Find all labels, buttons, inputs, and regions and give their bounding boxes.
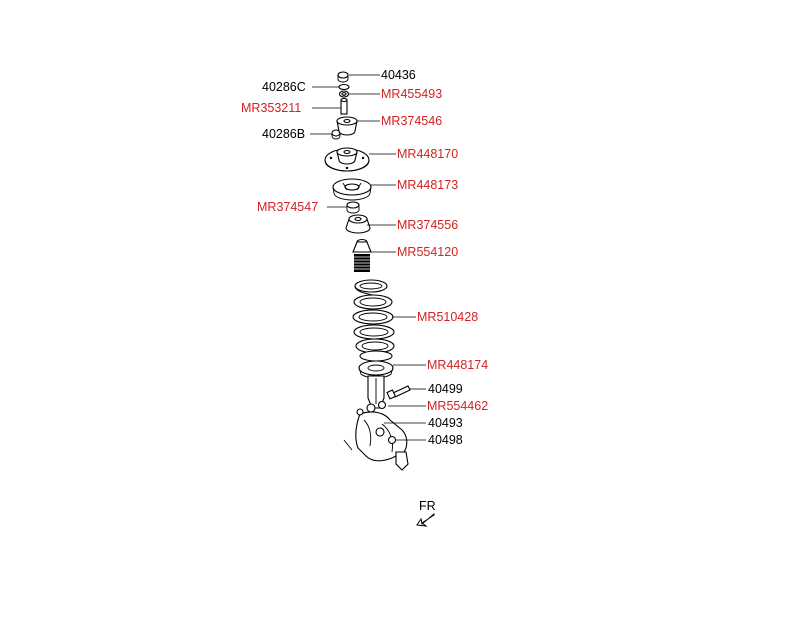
leader-lines [310,74,426,441]
part-number-labels: 40436 40286C MR455493 MR353211 MR374546 … [241,68,488,447]
mount-mr448173-shape [332,178,372,201]
nut-40436-shape [337,71,349,83]
part-link-mr374556[interactable]: MR374556 [397,218,458,232]
part-link-mr510428[interactable]: MR510428 [417,310,478,324]
part-link-mr374547[interactable]: MR374547 [257,200,318,214]
knuckle-assembly-shape [343,400,409,471]
front-arrow-icon [416,512,435,527]
strut-assembly-drawing: FR [324,71,436,527]
bump-stop-mr554120-shape [352,238,372,272]
bushing-mr374556-shape [345,214,371,234]
collar-mr353211-shape [340,97,348,115]
spacer-mr374547-shape [346,201,360,214]
part-link-mr554120[interactable]: MR554120 [397,245,458,259]
nut-mr455493-shape [338,90,350,98]
front-direction-marker: FR [416,499,436,527]
part-label-40499: 40499 [428,382,463,396]
spring-pad-mr448174-shape [358,360,394,379]
part-link-mr448173[interactable]: MR448173 [397,178,458,192]
part-label-40286b: 40286B [262,127,305,141]
part-link-mr448174[interactable]: MR448174 [427,358,488,372]
part-link-mr353211[interactable]: MR353211 [241,101,301,115]
washer-40286c-shape [338,83,350,91]
part-link-mr448170[interactable]: MR448170 [397,147,458,161]
part-link-mr554462[interactable]: MR554462 [427,399,488,413]
mount-mr448170-shape [324,147,370,172]
coil-spring-mr510428-shape [352,279,395,362]
bushing-mr374546-shape [336,116,358,136]
part-link-mr374546[interactable]: MR374546 [381,114,442,128]
bolt-40499-shape [386,385,411,400]
front-marker-text: FR [419,499,436,513]
part-label-40493: 40493 [428,416,463,430]
part-label-40286c: 40286C [262,80,306,94]
part-label-40498: 40498 [428,433,463,447]
part-link-mr455493[interactable]: MR455493 [381,87,442,101]
part-label-40436: 40436 [381,68,416,82]
